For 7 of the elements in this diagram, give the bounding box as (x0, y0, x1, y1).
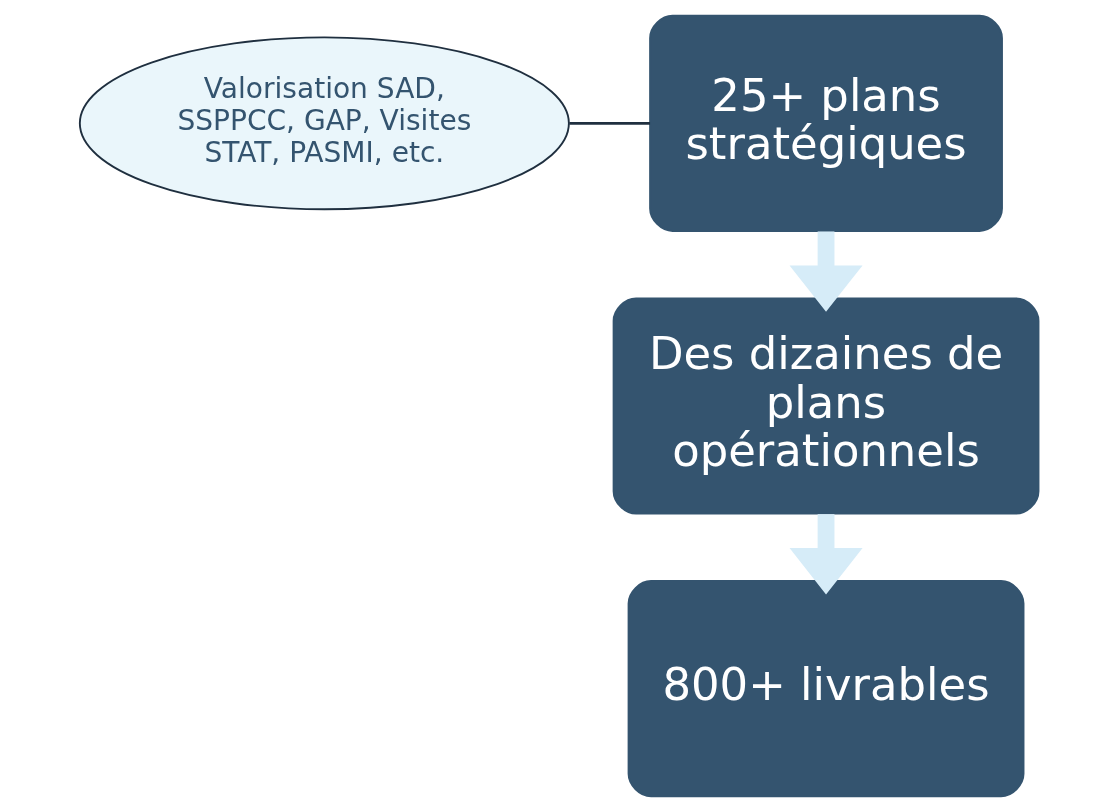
connector (568, 121, 650, 125)
node-box: Des dizaines de plans opérationnels (612, 297, 1039, 515)
node-box: 800+ livrables (627, 580, 1024, 798)
node-box: 25+ plans stratégiques (648, 14, 1003, 232)
arrow (789, 231, 863, 312)
node-ellipse: Valorisation SAD, SSPPCC, GAP, Visites STAT, PASMI, etc. (78, 36, 570, 211)
arrow (789, 514, 863, 595)
